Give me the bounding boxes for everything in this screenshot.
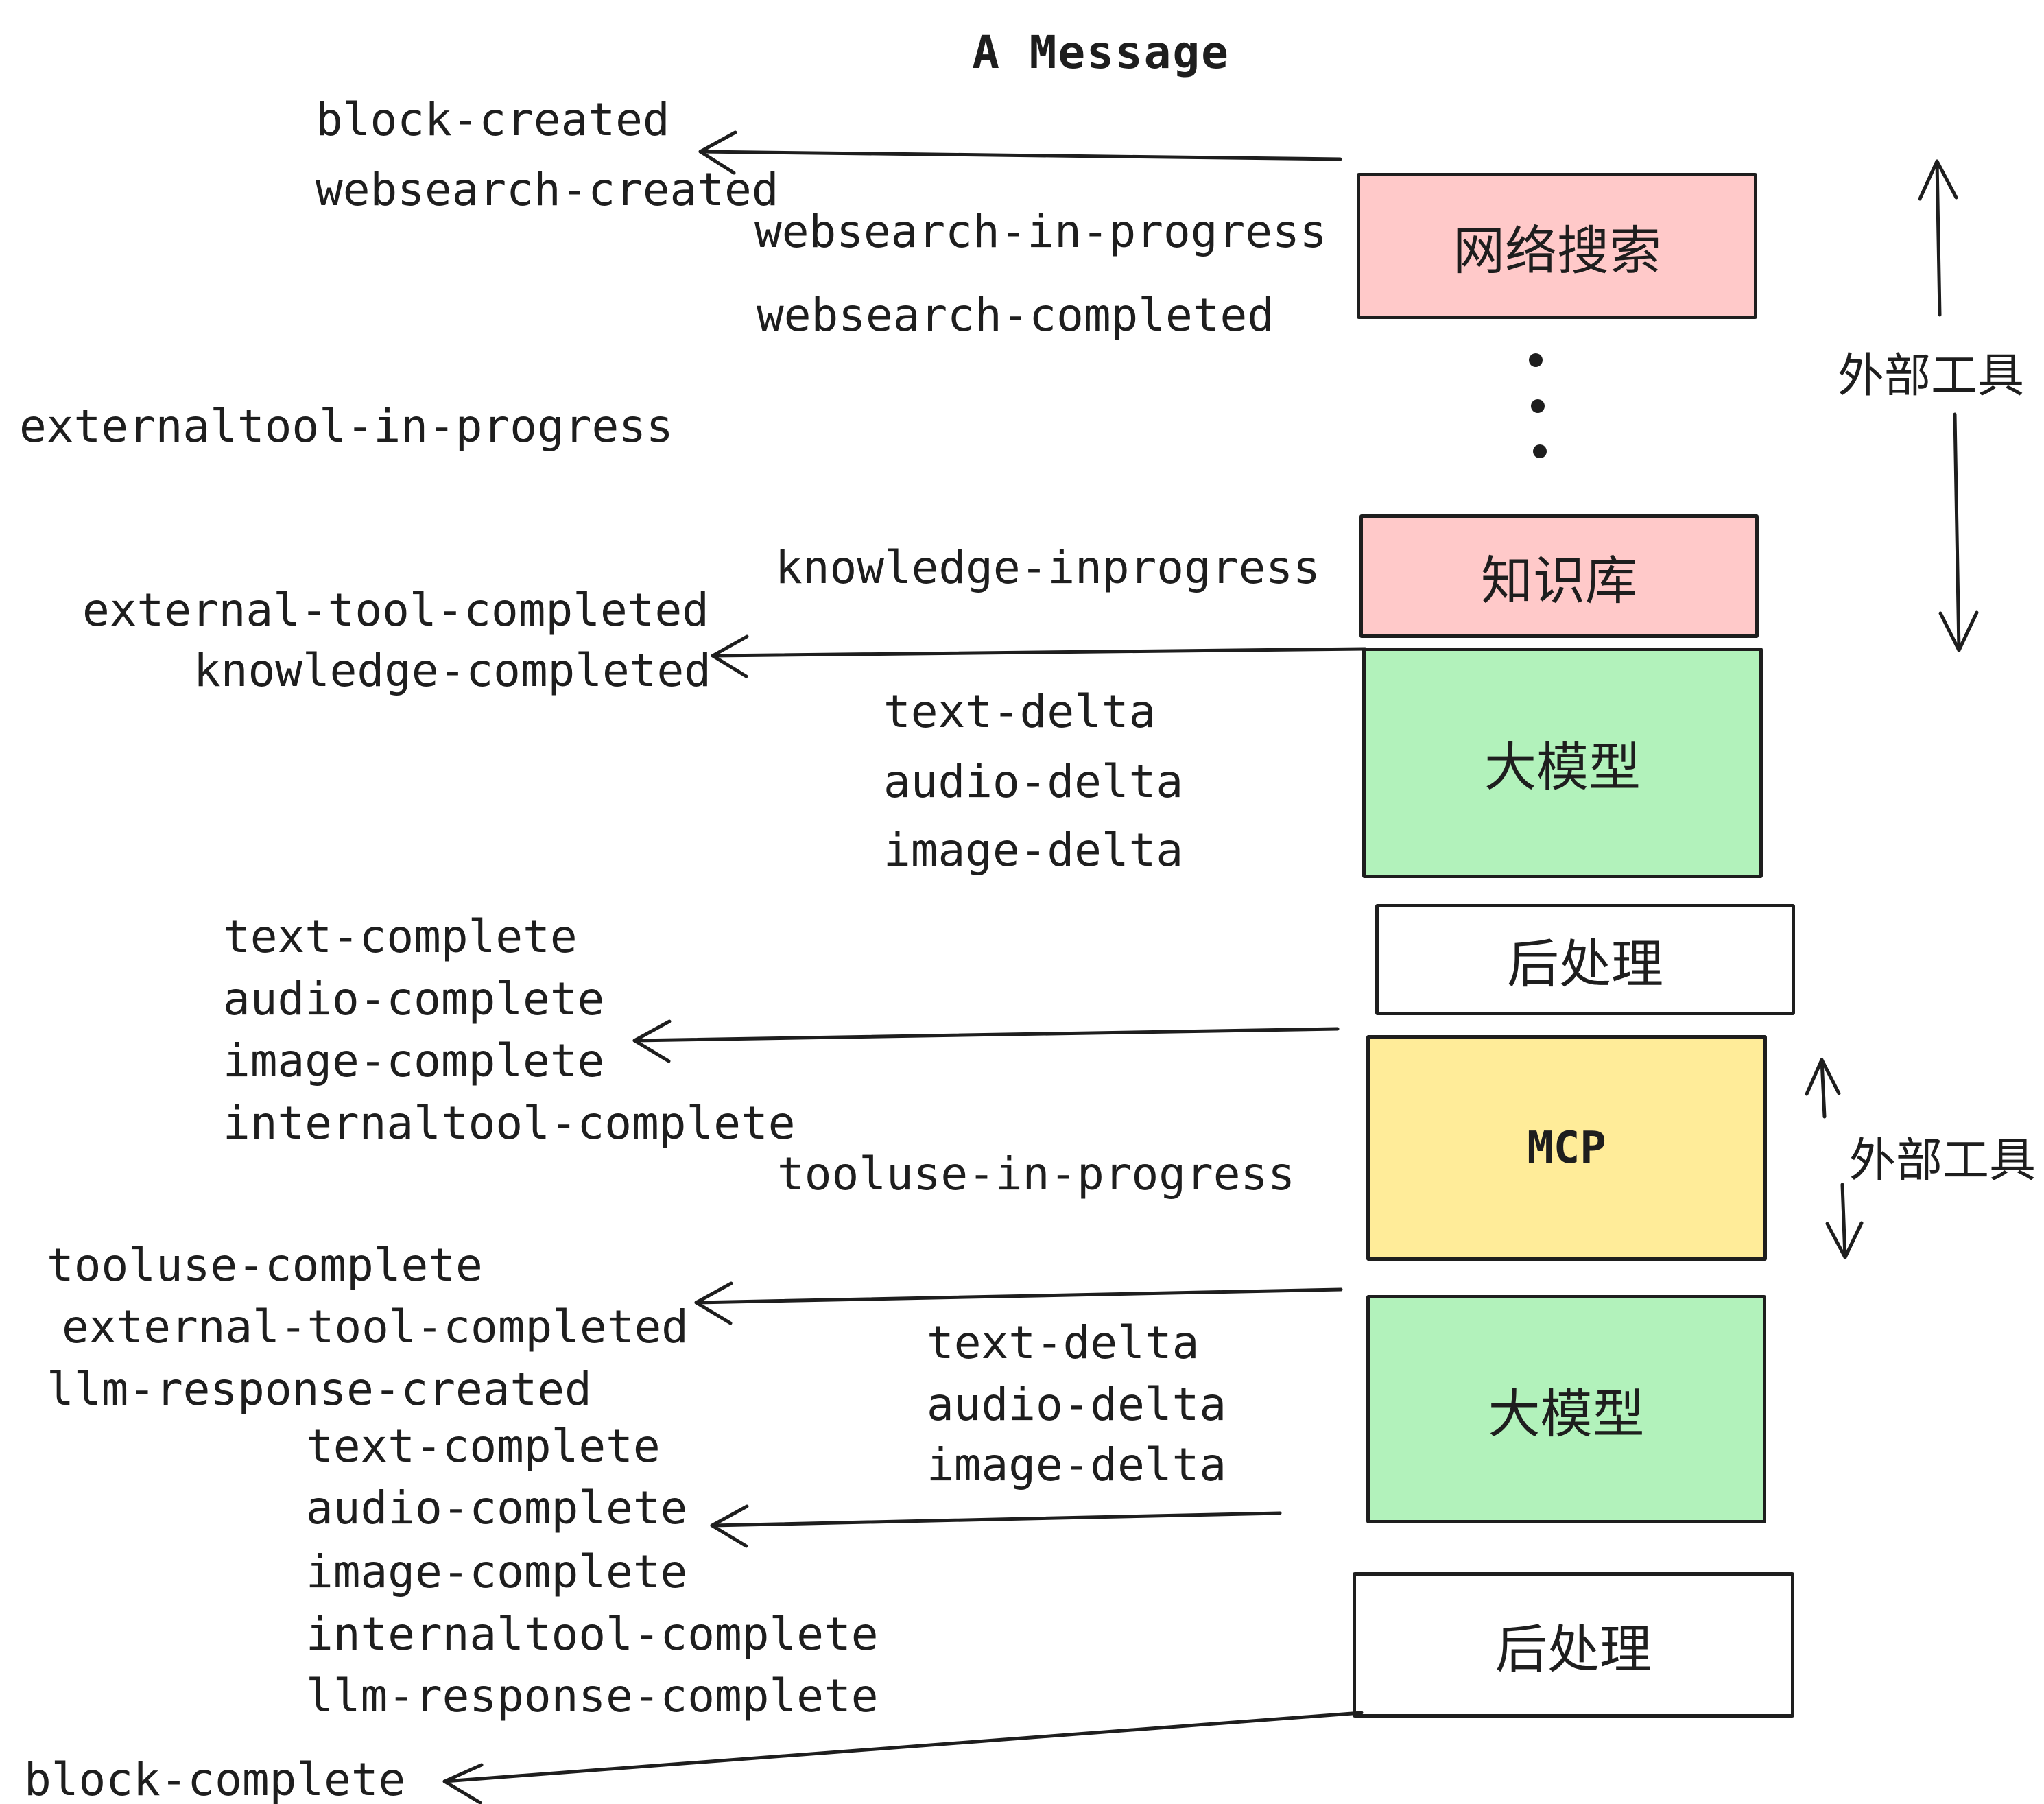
arrow-external-tools-up-1 bbox=[1918, 159, 1958, 317]
event-websearch-completed: websearch-completed bbox=[757, 289, 1274, 342]
llm-box-1: 大模型 bbox=[1362, 648, 1763, 878]
arrow-external-tools-down-1 bbox=[1938, 412, 1979, 652]
event-text-delta: text-delta bbox=[883, 685, 1156, 738]
arrow-external-tools-down-2 bbox=[1825, 1183, 1864, 1259]
arrow-external-tools-up-2 bbox=[1805, 1058, 1841, 1119]
mcp-box-label: MCP bbox=[1527, 1122, 1606, 1174]
event-audio-complete: audio-complete bbox=[223, 973, 605, 1025]
event-llm-response-complete: llm-response-complete bbox=[306, 1670, 879, 1722]
event-internaltool-complete-2: internaltool-complete bbox=[306, 1608, 879, 1661]
llm-box-2-label: 大模型 bbox=[1488, 1383, 1645, 1445]
event-text-delta-2: text-delta bbox=[927, 1316, 1200, 1369]
websearch-box: 网络搜索 bbox=[1357, 173, 1757, 319]
ellipsis-dot bbox=[1529, 353, 1543, 367]
knowledge-box-label: 知识库 bbox=[1481, 550, 1637, 611]
event-tooluse-in-progress: tooluse-in-progress bbox=[777, 1148, 1295, 1200]
event-text-complete-2: text-complete bbox=[306, 1420, 661, 1473]
postprocess-box-2: 后处理 bbox=[1353, 1572, 1794, 1718]
diagram-title: A Message bbox=[972, 26, 1230, 79]
knowledge-box: 知识库 bbox=[1359, 514, 1759, 638]
arrow-to-block-complete bbox=[442, 1711, 1364, 1804]
postprocess-box-1-label: 后处理 bbox=[1507, 934, 1663, 995]
arrow-to-image-complete bbox=[632, 1019, 1340, 1063]
event-audio-delta: audio-delta bbox=[883, 755, 1184, 808]
arrow-to-block-created bbox=[698, 130, 1342, 175]
websearch-box-label: 网络搜索 bbox=[1453, 219, 1661, 281]
event-block-complete: block-complete bbox=[24, 1753, 406, 1804]
event-llm-response-created: llm-response-created bbox=[47, 1363, 592, 1416]
event-audio-complete-2: audio-complete bbox=[306, 1482, 688, 1534]
event-audio-delta-2: audio-delta bbox=[927, 1378, 1227, 1431]
arrow-to-knowledge-completed bbox=[711, 634, 1367, 678]
event-knowledge-inprogress: knowledge-inprogress bbox=[775, 541, 1320, 594]
event-external-tool-completed-2: external-tool-completed bbox=[62, 1301, 689, 1353]
event-tooluse-complete: tooluse-complete bbox=[47, 1239, 483, 1292]
event-websearch-created: websearch-created bbox=[316, 163, 779, 216]
event-externaltool-in-progress: externaltool-in-progress bbox=[19, 400, 674, 453]
event-image-complete: image-complete bbox=[223, 1034, 605, 1087]
postprocess-box-1: 后处理 bbox=[1375, 904, 1795, 1015]
postprocess-box-2-label: 后处理 bbox=[1495, 1619, 1652, 1680]
event-external-tool-completed: external-tool-completed bbox=[82, 584, 709, 637]
event-text-complete: text-complete bbox=[223, 910, 578, 963]
llm-box-2: 大模型 bbox=[1366, 1295, 1766, 1523]
event-image-complete-2: image-complete bbox=[306, 1545, 688, 1598]
event-image-delta-2: image-delta bbox=[927, 1438, 1227, 1491]
event-websearch-in-progress: websearch-in-progress bbox=[754, 205, 1327, 258]
llm-box-1-label: 大模型 bbox=[1484, 737, 1641, 798]
event-image-delta: image-delta bbox=[883, 824, 1184, 877]
external-tools-label-1: 外部工具 bbox=[1837, 349, 2024, 403]
event-internaltool-complete: internaltool-complete bbox=[223, 1097, 796, 1150]
external-tools-label-2: 外部工具 bbox=[1849, 1134, 2036, 1188]
ellipsis-dot bbox=[1531, 399, 1545, 413]
mcp-box: MCP bbox=[1366, 1035, 1767, 1261]
ellipsis-dot bbox=[1533, 444, 1547, 458]
event-block-created: block-created bbox=[316, 93, 670, 146]
arrow-to-audio-complete bbox=[710, 1504, 1282, 1548]
event-knowledge-completed: knowledge-completed bbox=[193, 644, 711, 697]
